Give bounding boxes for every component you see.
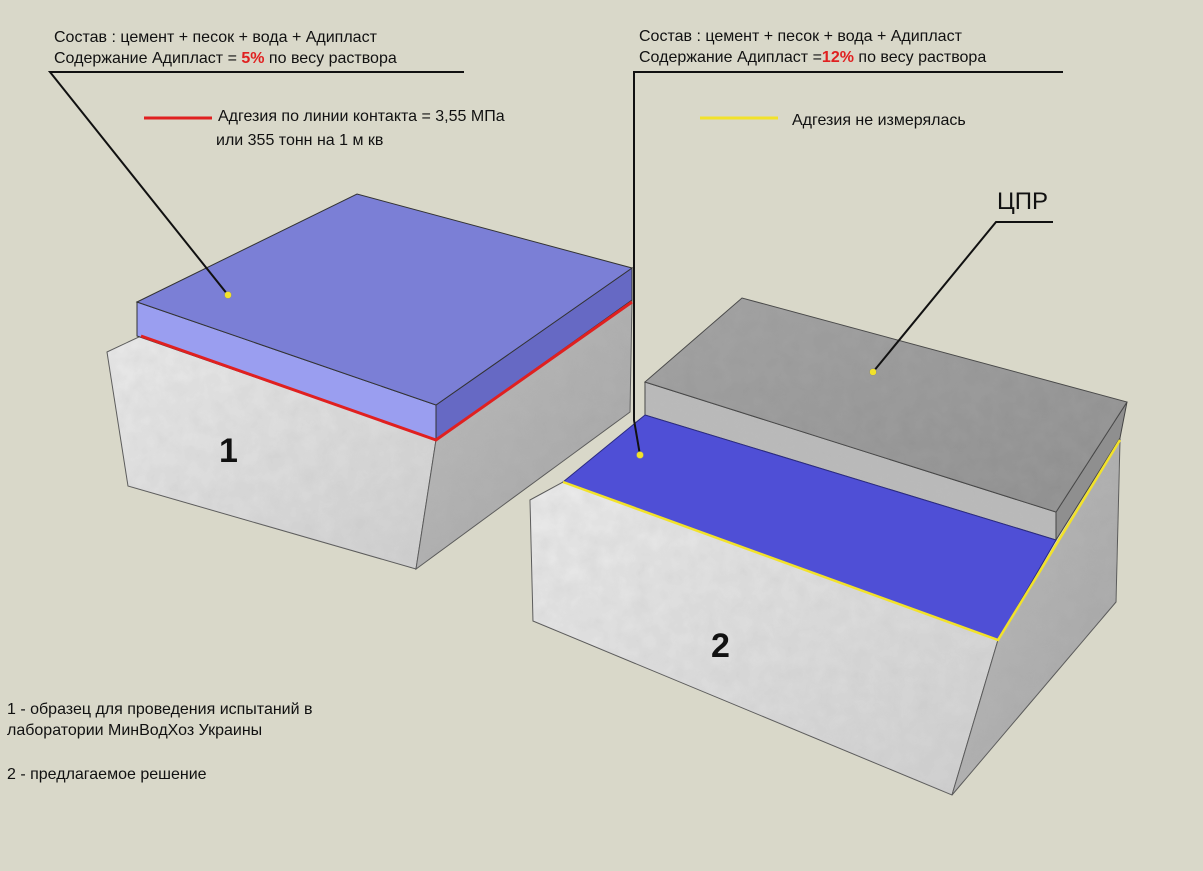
block-1-mortar-top — [135, 193, 634, 406]
sample-1-content: Содержание Адипласт = 5% по весу раствор… — [54, 49, 397, 69]
sample-1-composition: Состав : цемент + песок + вода + Адиплас… — [54, 29, 377, 46]
note-line-3: 2 - предлагаемое решение — [7, 766, 207, 783]
leader-dot-2 — [636, 451, 644, 459]
sample-2-content: Содержание Адипласт =12% по весу раствор… — [639, 48, 986, 68]
sample-2-content-prefix: Содержание Адипласт = — [639, 49, 822, 66]
sample-1-legend-line2: или 355 тонн на 1 м кв — [216, 132, 384, 149]
sample-2-composition: Состав : цемент + песок + вода + Адиплас… — [639, 28, 962, 45]
leader-dot-cpr — [869, 368, 877, 376]
sample-2-content-suffix: по весу раствора — [853, 49, 987, 66]
sample-1-content-suffix: по весу раствора — [264, 50, 397, 67]
block-2-contact-line — [562, 439, 1122, 642]
cpr-label: ЦПР — [997, 188, 1049, 215]
sample-1-legend-line1: Адгезия по линии контакта = 3,55 МПа — [218, 108, 505, 125]
leader-line-cpr — [872, 221, 1053, 373]
block-2 — [529, 297, 1128, 796]
note-line-2: лаборатории МинВодХоз Украины — [7, 722, 263, 739]
block-2-number: 2 — [711, 627, 730, 665]
leader-line-2 — [633, 71, 1063, 456]
block-1-number: 1 — [219, 432, 238, 470]
sample-1-content-prefix: Содержание Адипласт = — [54, 50, 242, 67]
note-line-1: 1 - образец для проведения испытаний в — [7, 701, 313, 718]
block-1 — [106, 193, 634, 571]
block-1-contact-line — [140, 300, 633, 442]
sample-1-content-value: 5% — [241, 50, 265, 67]
sample-2-content-value: 12% — [821, 49, 854, 66]
leader-line-1 — [47, 71, 464, 296]
sample-2-legend-text: Адгезия не измерялась — [792, 112, 966, 129]
leader-dot-1 — [224, 291, 232, 299]
